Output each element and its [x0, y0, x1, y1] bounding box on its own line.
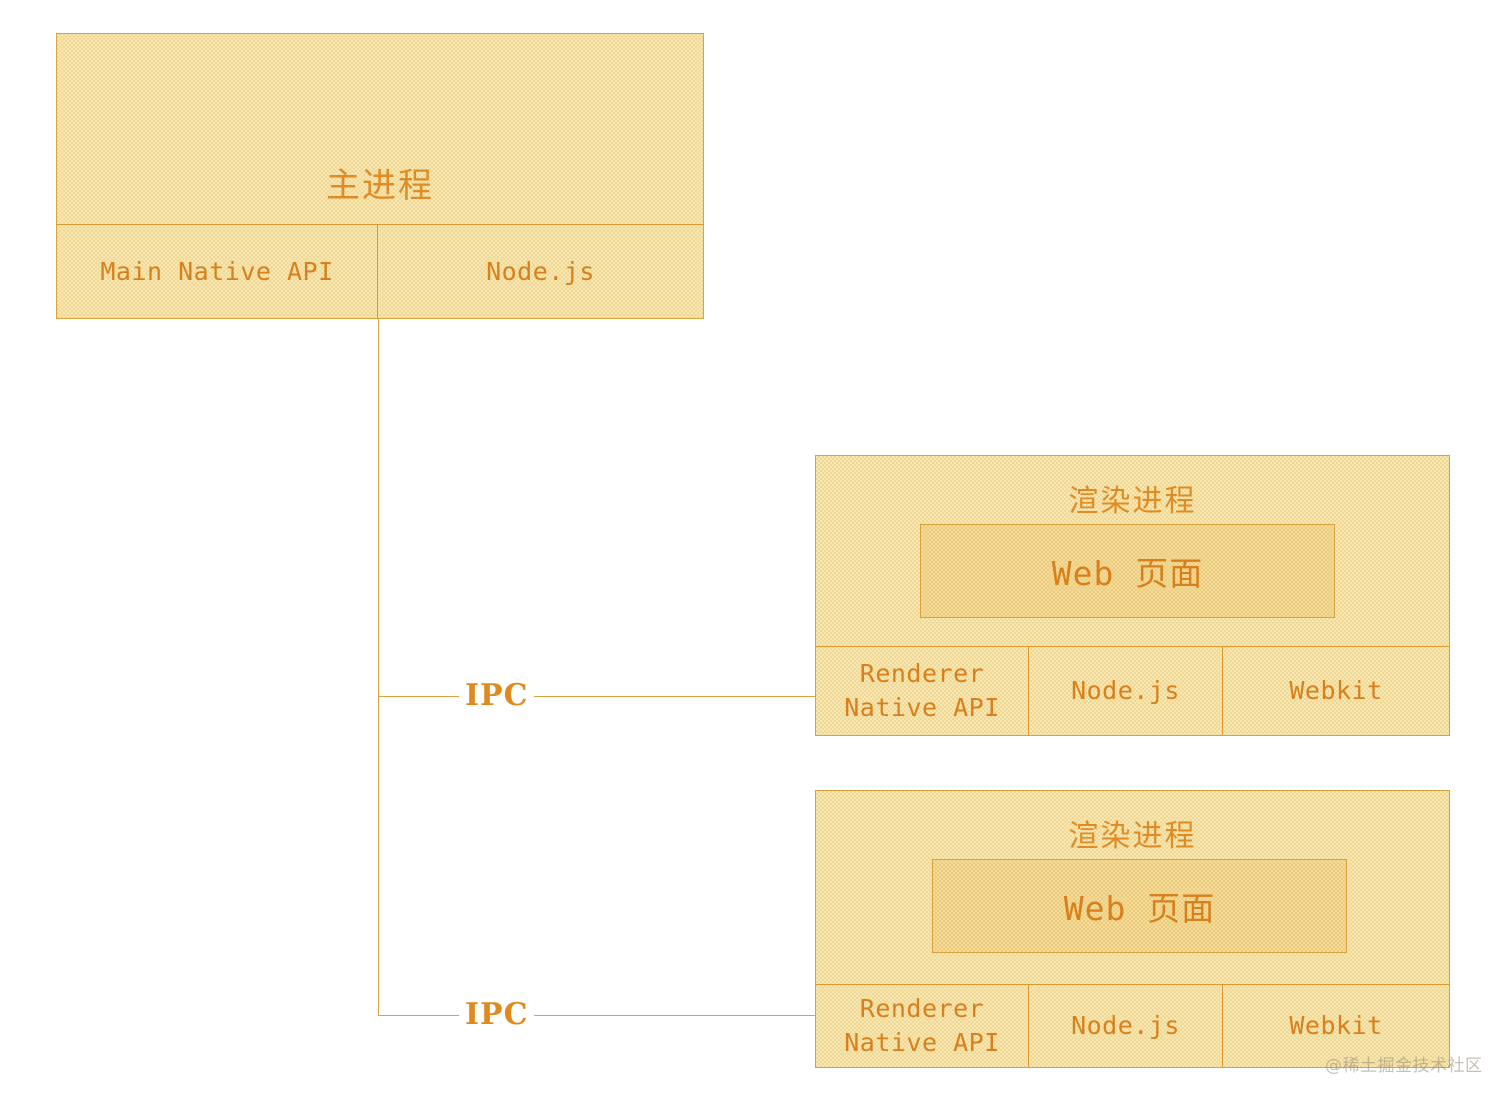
module-renderer-native-api-1: Renderer Native API [844, 659, 1000, 722]
renderer-process-box-2: 渲染进程 Web 页面 Renderer Native API Node.js … [815, 790, 1450, 1068]
renderer-process-title-1: 渲染进程 [1068, 484, 1197, 519]
renderer-process-box-1: 渲染进程 Web 页面 Renderer Native API Node.js … [815, 455, 1450, 736]
renderer-module-row-2: Renderer Native API Node.js Webkit [816, 984, 1449, 1067]
module-renderer-native-api-2: Renderer Native API [844, 994, 1000, 1057]
module-webkit-2: Webkit [1222, 985, 1449, 1067]
web-page-box-1: Web 页面 [920, 524, 1335, 618]
web-page-box-2: Web 页面 [932, 859, 1347, 953]
module-node-js-2: Node.js [1028, 985, 1222, 1067]
renderer-process-title-2: 渲染进程 [1068, 819, 1197, 854]
web-page-label-2: Web 页面 [1063, 889, 1216, 928]
module-node-js: Node.js [377, 225, 703, 318]
module-webkit-1: Webkit [1222, 647, 1449, 735]
connector-ipc-2-line [378, 1015, 815, 1016]
main-process-module-row: Main Native API Node.js [57, 224, 703, 318]
module-node-js-1: Node.js [1028, 647, 1222, 735]
renderer-module-row-1: Renderer Native API Node.js Webkit [816, 646, 1449, 735]
watermark: @稀土掘金技术社区 [1325, 1056, 1483, 1076]
main-process-box: 主进程 Main Native API Node.js [56, 33, 704, 319]
main-process-title: 主进程 [326, 166, 434, 206]
connector-ipc-2-label: IPC [459, 1000, 535, 1030]
connector-ipc-1-line [378, 696, 815, 697]
web-page-label-1: Web 页面 [1051, 554, 1204, 593]
connector-trunk-vertical [378, 319, 379, 1016]
connector-ipc-1-label: IPC [459, 681, 535, 711]
module-main-native-api: Main Native API [100, 256, 334, 286]
